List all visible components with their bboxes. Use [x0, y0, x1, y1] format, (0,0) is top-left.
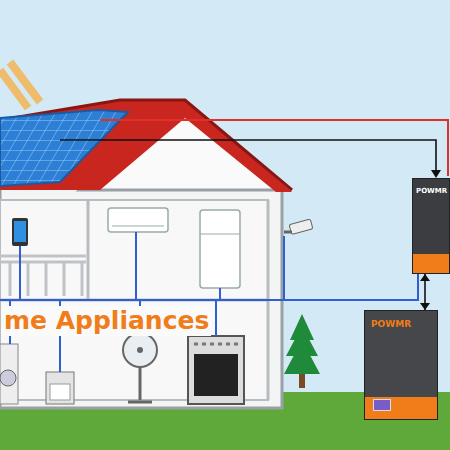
brand-label: POWMR — [416, 187, 446, 195]
inverter-box: POWMR — [412, 178, 450, 274]
caption-label: me Appliances — [2, 306, 211, 336]
battery-box: POWMR — [364, 310, 438, 420]
power-connector — [420, 274, 430, 310]
brand-label: POWMR — [371, 319, 431, 329]
battery-display — [373, 399, 391, 411]
